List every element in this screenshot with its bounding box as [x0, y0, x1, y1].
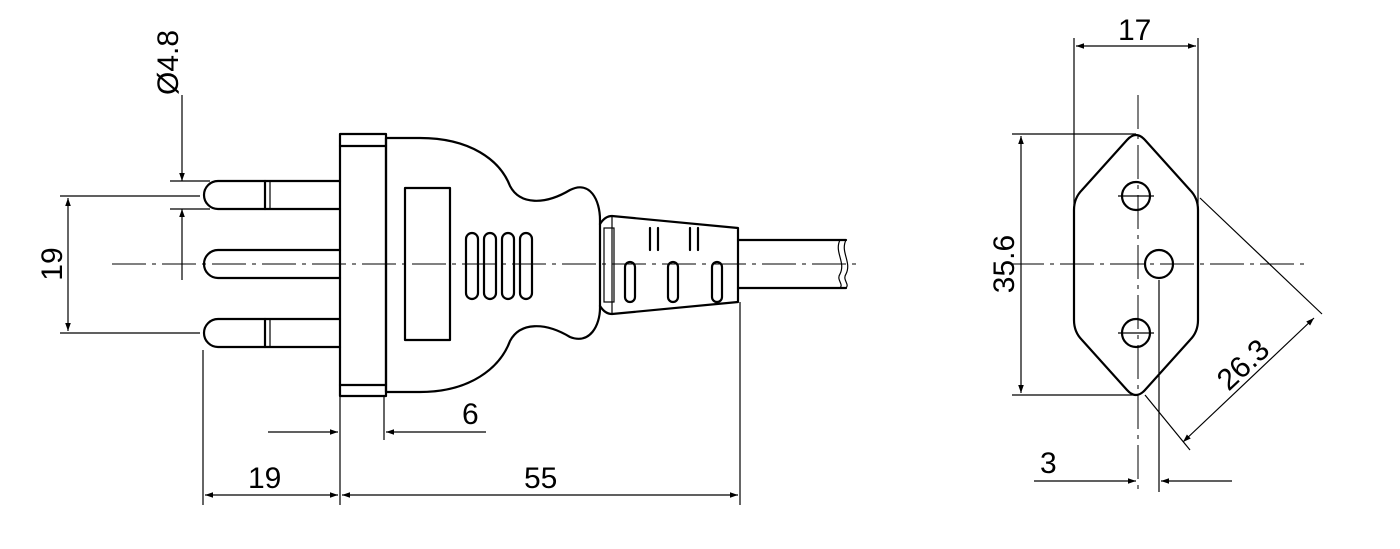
dim-label-face-height: 35.6	[988, 235, 1021, 293]
dimension-pin-offset: 3	[1034, 280, 1232, 492]
pin-bottom	[202, 317, 342, 349]
grip-ribs	[464, 231, 534, 301]
pin-hole-top	[1118, 180, 1154, 212]
plug-body	[384, 136, 602, 394]
dim-label-face-width: 17	[1118, 14, 1151, 47]
dim-label-pin-length: 19	[248, 462, 281, 495]
pin-top	[202, 179, 342, 211]
dimension-lengths: 19 55	[202, 302, 741, 505]
dimension-pin-spacing: 19	[36, 195, 200, 334]
dim-label-pin-diameter: Ø4.8	[152, 30, 185, 95]
plug-face-outline	[1072, 133, 1200, 397]
side-view: Ø4.8 19 6 19 55	[36, 30, 860, 505]
dimension-face-height: 35.6	[988, 133, 1136, 396]
strain-relief	[598, 214, 740, 316]
dim-label-collar: 6	[462, 398, 479, 431]
dim-label-body-length: 55	[524, 462, 557, 495]
dim-label-pin-offset: 3	[1040, 447, 1057, 480]
dimension-collar: 6	[268, 396, 486, 505]
cable	[736, 238, 849, 290]
body-label-plate	[403, 186, 452, 342]
dimension-face-width: 17	[1073, 14, 1199, 205]
pin-hole-bottom	[1118, 317, 1154, 349]
plug-collar	[338, 132, 388, 398]
dim-label-pin-spacing: 19	[36, 247, 69, 280]
pin-hole-middle	[1143, 248, 1175, 280]
dimension-pin-diameter: Ø4.8	[152, 30, 210, 280]
dim-label-face-diagonal: 26.3	[1211, 333, 1276, 397]
pin-middle	[202, 248, 342, 280]
front-view: 17 35.6 26.3 3	[988, 14, 1323, 492]
dimension-face-diagonal: 26.3	[1144, 197, 1323, 451]
